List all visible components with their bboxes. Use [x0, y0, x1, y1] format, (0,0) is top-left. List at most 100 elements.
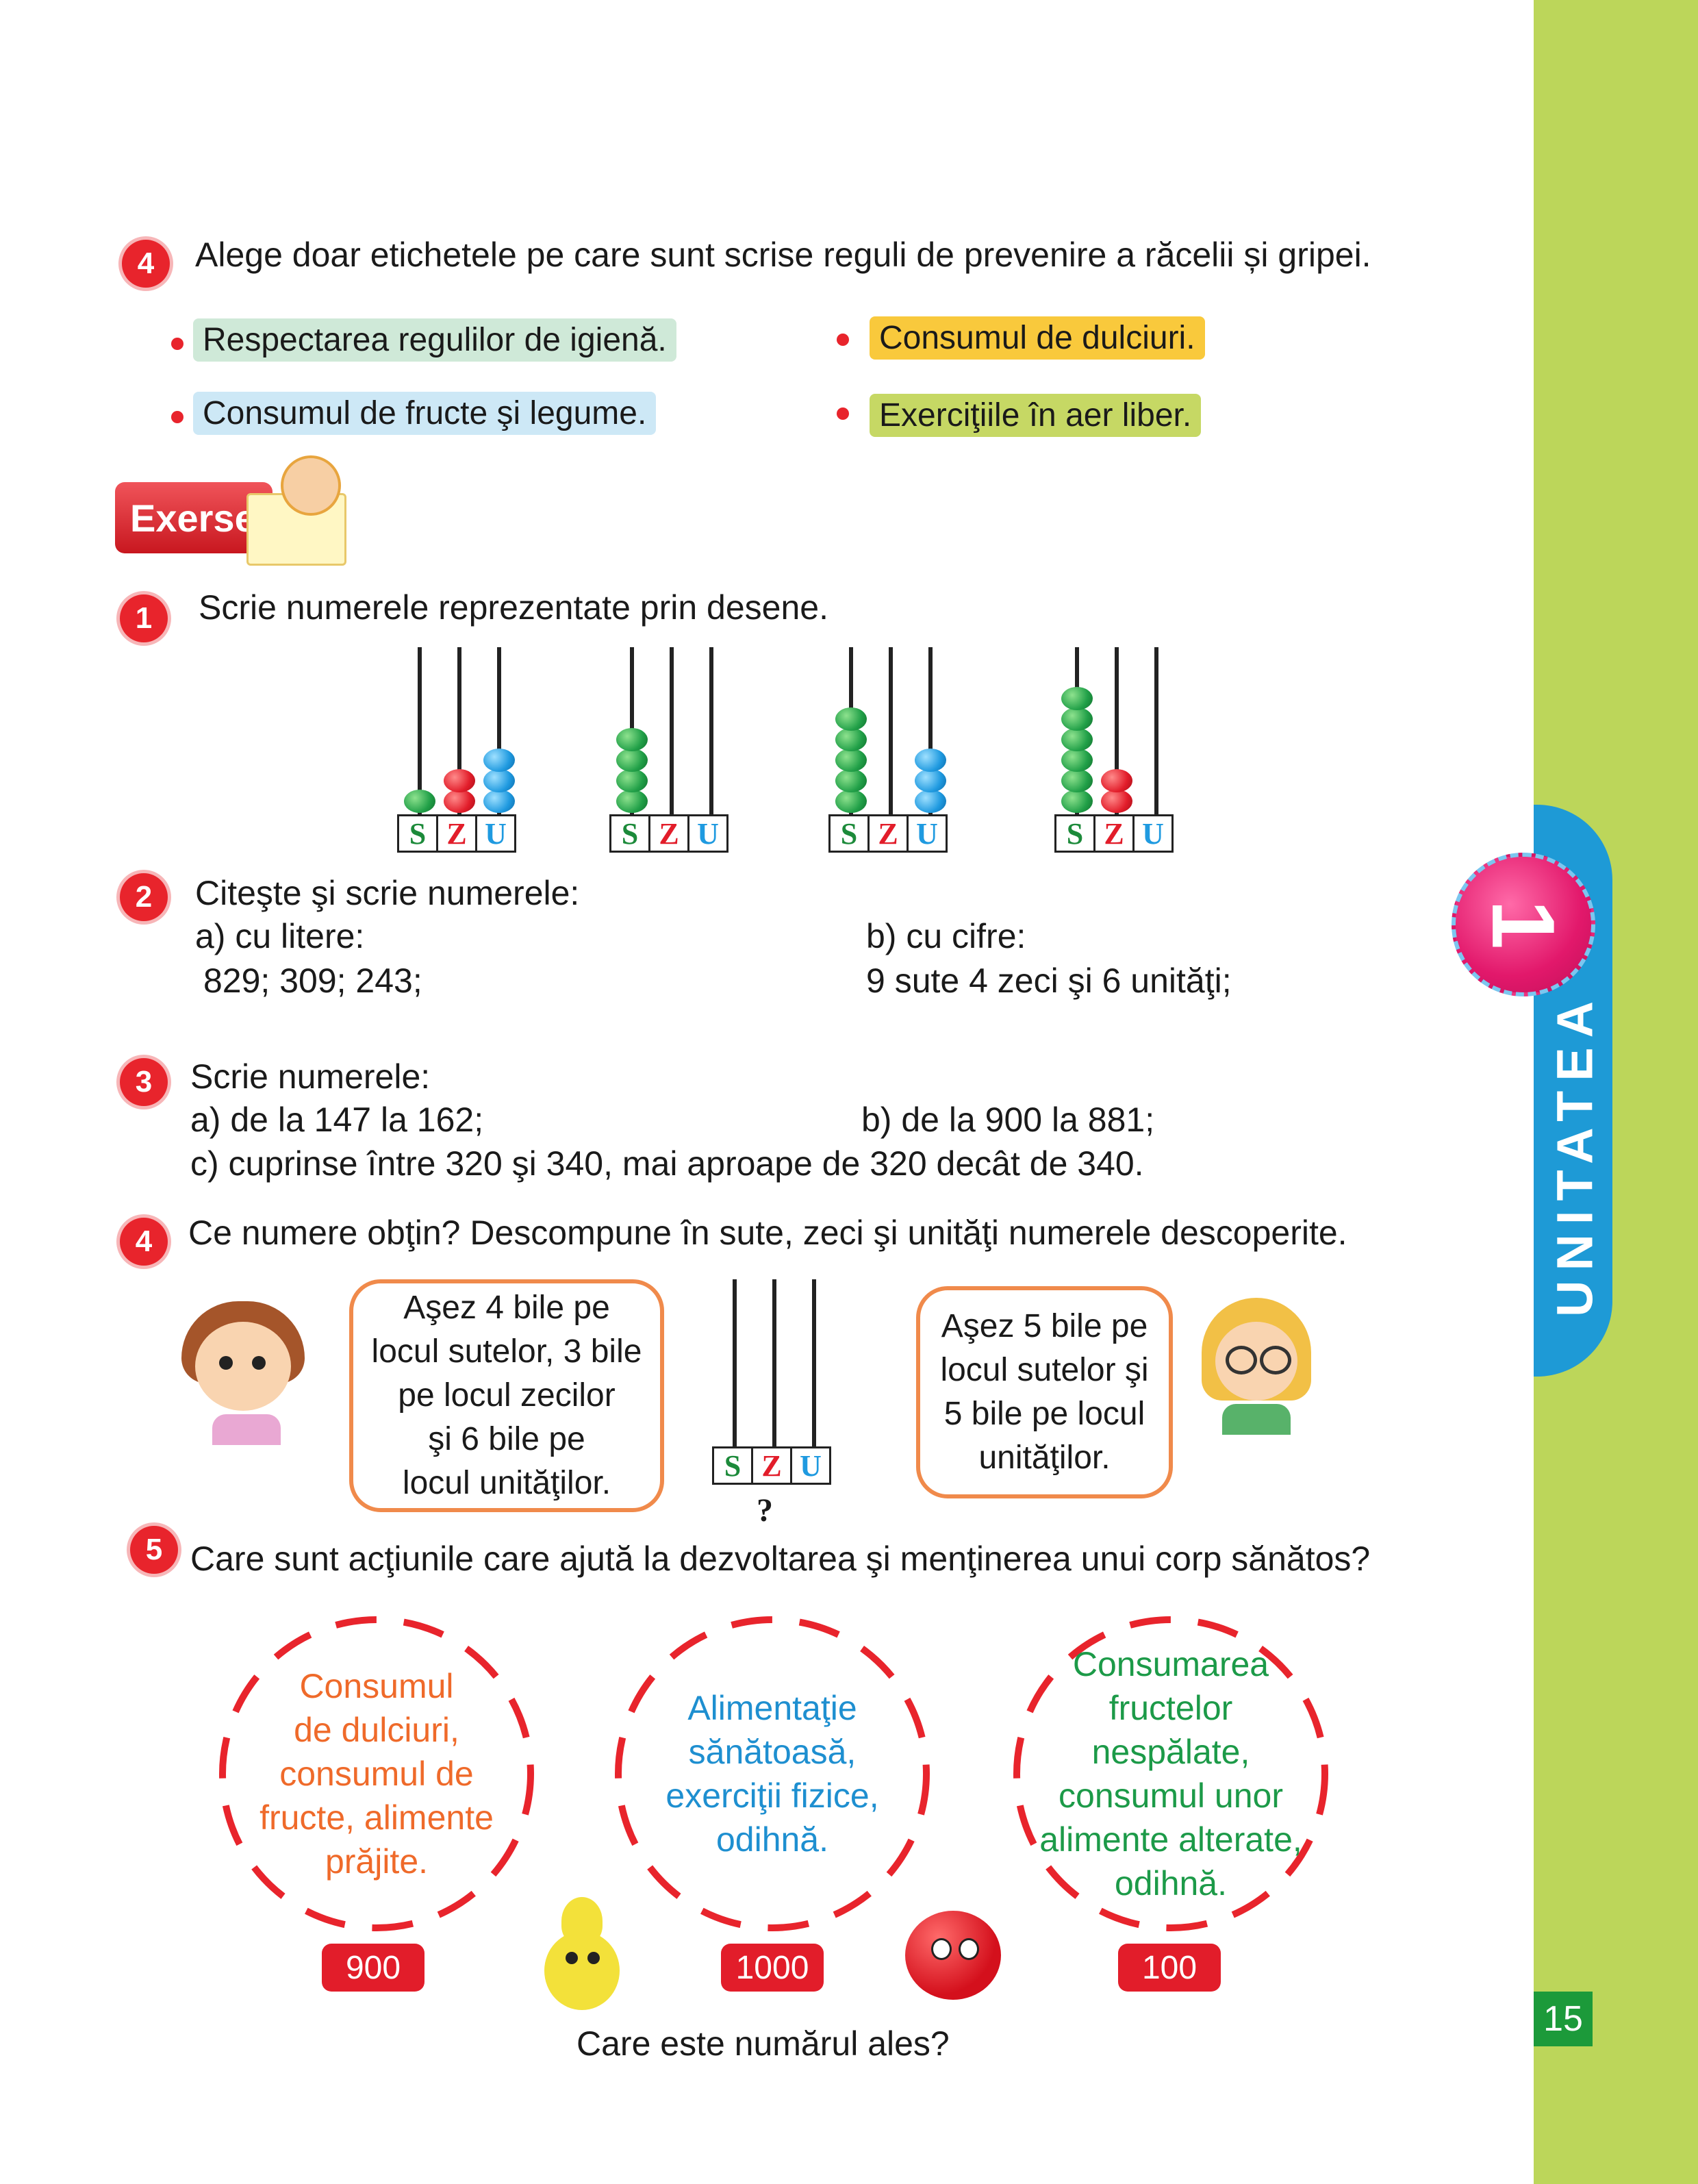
part-b-label: b) cu cifre: [866, 917, 1026, 955]
bubble-line: Aşez 5 bile pe [941, 1308, 1148, 1344]
abacus-bead [616, 769, 648, 792]
label-option[interactable]: Consumul de fructe şi legume. [193, 392, 657, 435]
unit-number: 1 [1473, 899, 1573, 950]
exercise-instruction: Scrie numerele: [190, 1057, 431, 1096]
abacus-rod [709, 647, 713, 814]
bubble-line: unităţilor. [978, 1440, 1111, 1476]
number-pill[interactable]: 100 [1118, 1944, 1221, 1992]
place-value-letter: S [828, 814, 867, 853]
abacus-bead [1061, 749, 1093, 772]
bubble-line: 5 bile pe locul [943, 1396, 1145, 1432]
bullet [837, 334, 849, 346]
exercise-number-badge: 1 [120, 594, 168, 642]
exercise-number-badge: 5 [130, 1526, 178, 1574]
abacus-rod [733, 1279, 737, 1446]
option-line: alimente alterate, [1039, 1820, 1302, 1859]
exercise-instruction: Alege doar etichetele pe care sunt scris… [195, 236, 1371, 274]
abacus-rod [928, 647, 933, 814]
exercise-instruction: Ce numere obţin? Descompune în sute, zec… [188, 1214, 1347, 1252]
abacus-bead [483, 769, 515, 792]
abacus-bead [1101, 769, 1132, 792]
abacus-rod [772, 1279, 776, 1446]
option-line: consumul de [279, 1755, 474, 1793]
abacus-rod [497, 647, 501, 814]
bubble-line: locul sutelor şi [940, 1352, 1149, 1388]
abacus-bead [444, 790, 475, 813]
abacus-rod [1154, 647, 1158, 814]
abacus-bead [483, 790, 515, 813]
place-value-letter: Z [867, 814, 907, 853]
number-pill[interactable]: 1000 [721, 1944, 824, 1992]
speech-bubble: Aşez 4 bile pe locul sutelor, 3 bile pe … [349, 1279, 664, 1512]
option-line: prăjite. [325, 1842, 429, 1881]
abacus-rod [1115, 647, 1119, 814]
abacus-bead [835, 707, 867, 731]
exercise-number-badge: 4 [122, 240, 170, 288]
place-value-letter: Z [436, 814, 475, 853]
option-line: de dulciuri, [294, 1711, 459, 1749]
number-pill[interactable]: 900 [322, 1944, 424, 1992]
abacus-rod [812, 1279, 816, 1446]
bubble-line: Aşez 4 bile pe [403, 1290, 610, 1326]
place-value-letter: S [1054, 814, 1093, 853]
part-b-values: 9 sute 4 zeci şi 6 unităţi; [866, 962, 1232, 1000]
answer-option[interactable]: Consumarea fructelor nespălate, consumul… [1006, 1609, 1335, 1938]
bubble-line: şi 6 bile pe [428, 1421, 585, 1457]
bullet [171, 338, 183, 350]
abacus-bead [835, 749, 867, 772]
place-value-letter: S [397, 814, 436, 853]
final-question: Care este numărul ales? [576, 2024, 950, 2063]
answer-option[interactable]: Alimentaţie sănătoasă, exerciţii fizice,… [608, 1609, 937, 1938]
bubble-line: locul sutelor, 3 bile [371, 1333, 642, 1370]
option-line: odihnă. [1114, 1864, 1228, 1903]
unit-label: UNITATEA [1546, 991, 1604, 1317]
label-text: Respectarea regulilor de igienă. [203, 322, 667, 358]
place-value-letter: U [687, 814, 728, 853]
abacus-bead [1061, 769, 1093, 792]
option-line: odihnă. [715, 1820, 829, 1859]
part-c-text: c) cuprinse între 320 şi 340, mai aproap… [190, 1144, 1144, 1183]
exercise-instruction: Care sunt acţiunile care ajută la dezvol… [190, 1540, 1371, 1578]
abacus-bead [835, 728, 867, 751]
abacus-bead [616, 728, 648, 751]
abacus-bead [915, 769, 946, 792]
label-option[interactable]: Exerciţiile în aer liber. [870, 394, 1202, 437]
label-option[interactable]: Respectarea regulilor de igienă. [193, 318, 676, 362]
abacus-bead [404, 790, 435, 813]
option-line: Consumul [299, 1667, 454, 1705]
bullet [171, 411, 183, 423]
abacus-bead [915, 749, 946, 772]
place-value-letter: U [475, 814, 516, 853]
abacus-bead [915, 790, 946, 813]
bubble-line: pe locul zecilor [398, 1377, 616, 1414]
abacus-bead [444, 769, 475, 792]
bullet [837, 407, 849, 420]
place-value-letter: S [609, 814, 648, 853]
abacus-bead [1061, 707, 1093, 731]
girl-with-glasses-illustration [1195, 1298, 1318, 1435]
abacus-bead [835, 790, 867, 813]
label-option[interactable]: Consumul de dulciuri. [870, 316, 1205, 360]
label-text: Exerciţiile în aer liber. [879, 397, 1192, 434]
answer-option[interactable]: Consumul de dulciuri, consumul de fructe… [212, 1609, 541, 1938]
pear-icon [541, 1897, 623, 2013]
question-mark: ? [757, 1492, 773, 1529]
abacus-bead [1101, 790, 1132, 813]
abacus-rod [457, 647, 461, 814]
exercise-instruction: Citeşte şi scrie numerele: [195, 874, 580, 912]
abacus-rod [889, 647, 893, 814]
speech-bubble: Aşez 5 bile pe locul sutelor şi 5 bile p… [916, 1286, 1173, 1498]
exercise-number-badge: 2 [120, 873, 168, 921]
part-b-text: b) de la 900 la 881; [861, 1101, 1155, 1139]
abacus-bead [1061, 790, 1093, 813]
apple-icon [905, 1904, 1001, 2000]
option-line: Consumarea [1072, 1645, 1269, 1683]
